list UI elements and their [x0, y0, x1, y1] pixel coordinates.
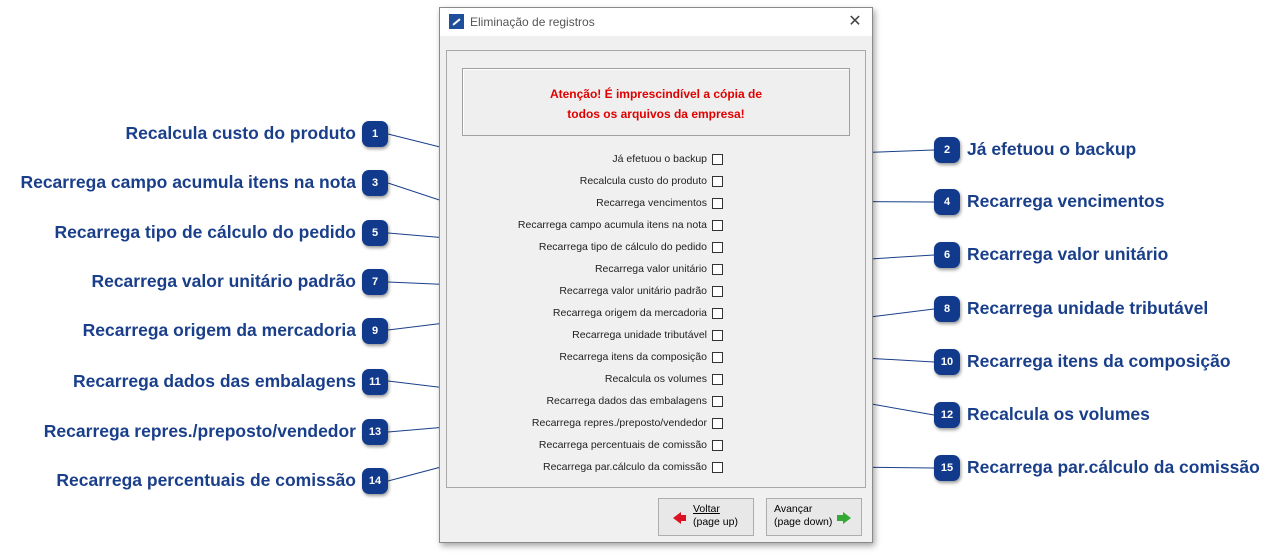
option-checkbox[interactable]: [712, 374, 723, 385]
callout-badge-5: 5: [362, 220, 388, 246]
warning-line-2: todos os arquivos da empresa!: [567, 107, 745, 121]
next-button-label: Avançar: [774, 503, 813, 515]
option-label: Recarrega origem da mercadoria: [552, 307, 707, 319]
arrow-right-icon: [837, 512, 851, 524]
callout-label-10: Recarrega itens da composição: [967, 351, 1231, 371]
callout-badge-13: 13: [362, 419, 388, 445]
callout-badge-4: 4: [934, 189, 960, 215]
close-icon[interactable]: ✕: [848, 13, 862, 30]
callout-badge-2: 2: [934, 137, 960, 163]
option-label: Recarrega valor unitário padrão: [559, 285, 707, 297]
callout-label-1: Recalcula custo do produto: [125, 123, 356, 143]
callout-label-15: Recarrega par.cálculo da comissão: [967, 457, 1260, 477]
dialog-window: Eliminação de registros ✕ Atenção! É imp…: [439, 7, 873, 543]
option-checkbox[interactable]: [712, 264, 723, 275]
callout-badge-7: 7: [362, 269, 388, 295]
option-checkbox[interactable]: [712, 308, 723, 319]
option-label: Recarrega unidade tributável: [572, 329, 707, 341]
next-button[interactable]: Avançar (page down): [766, 498, 862, 536]
option-checkbox[interactable]: [712, 176, 723, 187]
callout-label-13: Recarrega repres./preposto/vendedor: [43, 421, 356, 441]
callout-label-4: Recarrega vencimentos: [967, 191, 1165, 211]
callout-badge-9: 9: [362, 318, 388, 344]
option-label: Recarrega par.cálculo da comissão: [542, 461, 707, 473]
option-label: Recarrega itens da composição: [559, 351, 707, 363]
callout-badge-1: 1: [362, 121, 388, 147]
warning-panel: Atenção! É imprescindível a cópia de tod…: [462, 68, 850, 136]
option-label: Recarrega tipo de cálculo do pedido: [538, 241, 707, 253]
callout-label-2: Já efetuou o backup: [967, 139, 1137, 159]
option-label: Recalcula os volumes: [604, 373, 707, 385]
options-group: [446, 50, 866, 488]
back-button[interactable]: Voltar (page up): [658, 498, 754, 536]
callout-label-14: Recarrega percentuais de comissão: [56, 470, 356, 490]
option-checkbox[interactable]: [712, 154, 723, 165]
callout-label-12: Recalcula os volumes: [967, 404, 1150, 424]
callout-label-6: Recarrega valor unitário: [967, 244, 1169, 264]
back-button-hint: (page up): [693, 516, 738, 528]
title-bar: Eliminação de registros ✕: [440, 8, 872, 36]
callout-badge-14: 14: [362, 468, 388, 494]
option-checkbox[interactable]: [712, 242, 723, 253]
option-label: Recarrega percentuais de comissão: [538, 439, 707, 451]
option-label: Recarrega vencimentos: [596, 197, 707, 209]
option-checkbox[interactable]: [712, 418, 723, 429]
callout-badge-6: 6: [934, 242, 960, 268]
arrow-left-icon: [673, 512, 686, 524]
option-checkbox[interactable]: [712, 396, 723, 407]
callout-badge-10: 10: [934, 349, 960, 375]
option-checkbox[interactable]: [712, 440, 723, 451]
option-checkbox[interactable]: [712, 330, 723, 341]
back-button-label: Voltar: [693, 503, 720, 515]
option-label: Recarrega valor unitário: [594, 263, 707, 275]
callout-label-3: Recarrega campo acumula itens na nota: [20, 172, 356, 192]
option-label: Recarrega dados das embalagens: [546, 395, 707, 407]
callout-badge-15: 15: [934, 455, 960, 481]
callout-badge-3: 3: [362, 170, 388, 196]
option-checkbox[interactable]: [712, 286, 723, 297]
warning-line-1: Atenção! É imprescindível a cópia de: [549, 87, 763, 101]
callout-badge-12: 12: [934, 402, 960, 428]
option-label: Recarrega repres./preposto/vendedor: [531, 417, 707, 429]
next-button-hint: (page down): [774, 516, 833, 528]
option-checkbox[interactable]: [712, 352, 723, 363]
callout-label-8: Recarrega unidade tributável: [967, 298, 1209, 318]
callout-badge-8: 8: [934, 296, 960, 322]
option-checkbox[interactable]: [712, 198, 723, 209]
option-checkbox[interactable]: [712, 462, 723, 473]
callout-label-5: Recarrega tipo de cálculo do pedido: [54, 222, 356, 242]
callout-label-9: Recarrega origem da mercadoria: [82, 320, 356, 340]
option-checkbox[interactable]: [712, 220, 723, 231]
option-label: Recalcula custo do produto: [579, 175, 707, 187]
callout-label-7: Recarrega valor unitário padrão: [91, 271, 356, 291]
window-title: Eliminação de registros: [470, 15, 595, 29]
callout-label-11: Recarrega dados das embalagens: [72, 371, 356, 391]
callout-badge-11: 11: [362, 369, 388, 395]
option-label: Recarrega campo acumula itens na nota: [517, 219, 707, 231]
option-label: Já efetuou o backup: [612, 153, 707, 165]
app-icon: [449, 14, 464, 29]
